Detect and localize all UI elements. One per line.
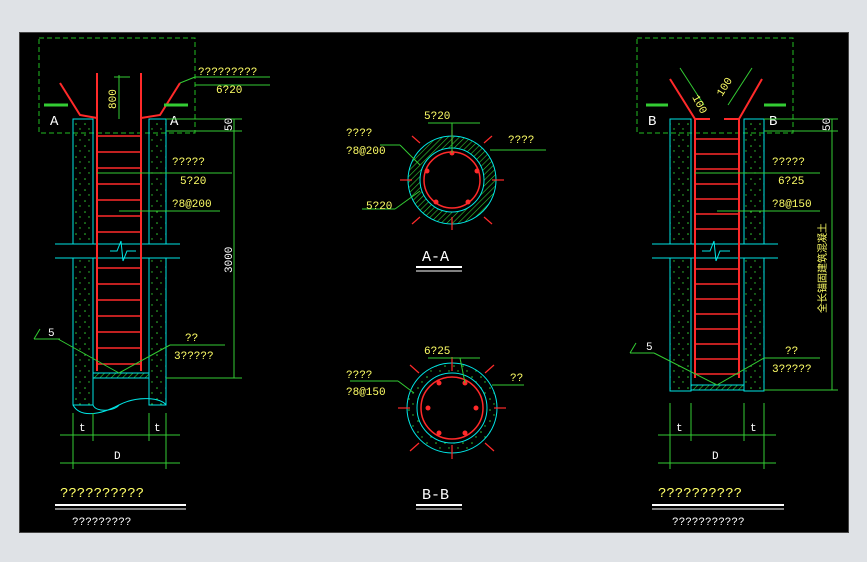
right-section-mark-right: B bbox=[769, 114, 777, 130]
aa-label-left-2: ?8@200 bbox=[346, 146, 386, 158]
right-dim-100-right: 100 bbox=[715, 76, 736, 99]
right-dim-t-left: t bbox=[676, 423, 683, 435]
bb-title: B-B bbox=[422, 487, 449, 504]
right-break-band bbox=[656, 244, 776, 258]
left-wall-left bbox=[72, 118, 94, 406]
right-note-bottom-2: 3????? bbox=[772, 364, 812, 376]
left-section-mark-left: A bbox=[50, 114, 59, 130]
right-bottom-plate bbox=[690, 384, 745, 391]
section-bb: 6?25 ???? ?8@150 ?? B-B bbox=[346, 346, 524, 510]
left-pile-elevation: A A 800 50 3000 ????????? 6?20 ????? 5?2… bbox=[33, 37, 270, 529]
left-section-mark-right: A bbox=[170, 114, 179, 130]
left-note-top: ????????? bbox=[198, 67, 257, 79]
left-bottom-plate bbox=[92, 372, 150, 379]
left-note-main-bar: 5?20 bbox=[180, 176, 206, 188]
right-dim-d: D bbox=[712, 451, 719, 463]
left-note-top-bar: 6?20 bbox=[216, 85, 242, 97]
right-stirrups bbox=[695, 138, 739, 375]
left-dim-t-right: t bbox=[154, 423, 161, 435]
right-title: ?????????? bbox=[658, 486, 742, 502]
right-dim-t-right: t bbox=[750, 423, 757, 435]
left-stirrups bbox=[97, 135, 141, 365]
bb-label-left-1: ???? bbox=[346, 370, 372, 382]
right-bent-bar-left bbox=[669, 78, 710, 120]
left-slope-value: 5 bbox=[48, 328, 55, 340]
right-bent-bar-right bbox=[724, 78, 763, 120]
aa-label-top: 5?20 bbox=[424, 111, 450, 123]
bb-label-right: ?? bbox=[510, 373, 523, 385]
left-dim-d: D bbox=[114, 451, 121, 463]
right-pile-elevation: 100 100 B B 50 全长锚固建筑混凝土 ????? 6?25 ?8@1… bbox=[629, 37, 838, 529]
right-guide-box bbox=[636, 37, 794, 134]
right-note-stirrup-label: ????? bbox=[772, 157, 805, 169]
bb-label-top: 6?25 bbox=[424, 346, 450, 358]
left-bent-bar-right bbox=[140, 82, 181, 119]
right-note-bottom-1: ?? bbox=[785, 346, 798, 358]
left-dim-800: 800 bbox=[108, 89, 120, 109]
left-subtitle: ????????? bbox=[72, 517, 131, 529]
right-section-mark-left: B bbox=[648, 114, 656, 130]
section-aa: 5?20 ???? ?8@200 ???? 5?20 A-A bbox=[346, 111, 546, 272]
left-note-bottom-1: ?? bbox=[185, 333, 198, 345]
right-subtitle: ??????????? bbox=[672, 517, 745, 529]
left-dim-50: 50 bbox=[224, 118, 236, 131]
left-dim-t-left: t bbox=[79, 423, 86, 435]
right-slope-value: 5 bbox=[646, 342, 653, 354]
right-vertical-note: 全长锚固建筑混凝土 bbox=[816, 223, 830, 313]
drawing-svg: A A 800 50 3000 ????????? 6?20 ????? 5?2… bbox=[33, 37, 838, 529]
cad-drawing-canvas[interactable]: A A 800 50 3000 ????????? 6?20 ????? 5?2… bbox=[19, 32, 849, 533]
aa-label-left-1: ???? bbox=[346, 128, 372, 140]
bb-label-left-2: ?8@150 bbox=[346, 387, 386, 399]
left-note-stirrup-label: ????? bbox=[172, 157, 205, 169]
right-dim-50: 50 bbox=[822, 118, 834, 131]
left-title: ?????????? bbox=[60, 486, 144, 502]
right-note-stirrup-spacing: ?8@150 bbox=[772, 199, 812, 211]
left-bent-bar-left bbox=[59, 82, 98, 119]
aa-label-bottom: 5?20 bbox=[366, 201, 392, 213]
right-note-main-bar: 6?25 bbox=[778, 176, 804, 188]
aa-title: A-A bbox=[422, 249, 449, 266]
aa-label-right: ???? bbox=[508, 135, 534, 147]
left-note-stirrup-spacing: ?8@200 bbox=[172, 199, 212, 211]
left-break-band bbox=[60, 244, 180, 258]
left-wall-right bbox=[148, 118, 167, 406]
left-note-bottom-2: 3????? bbox=[174, 351, 214, 363]
left-dim-3000: 3000 bbox=[224, 247, 236, 273]
